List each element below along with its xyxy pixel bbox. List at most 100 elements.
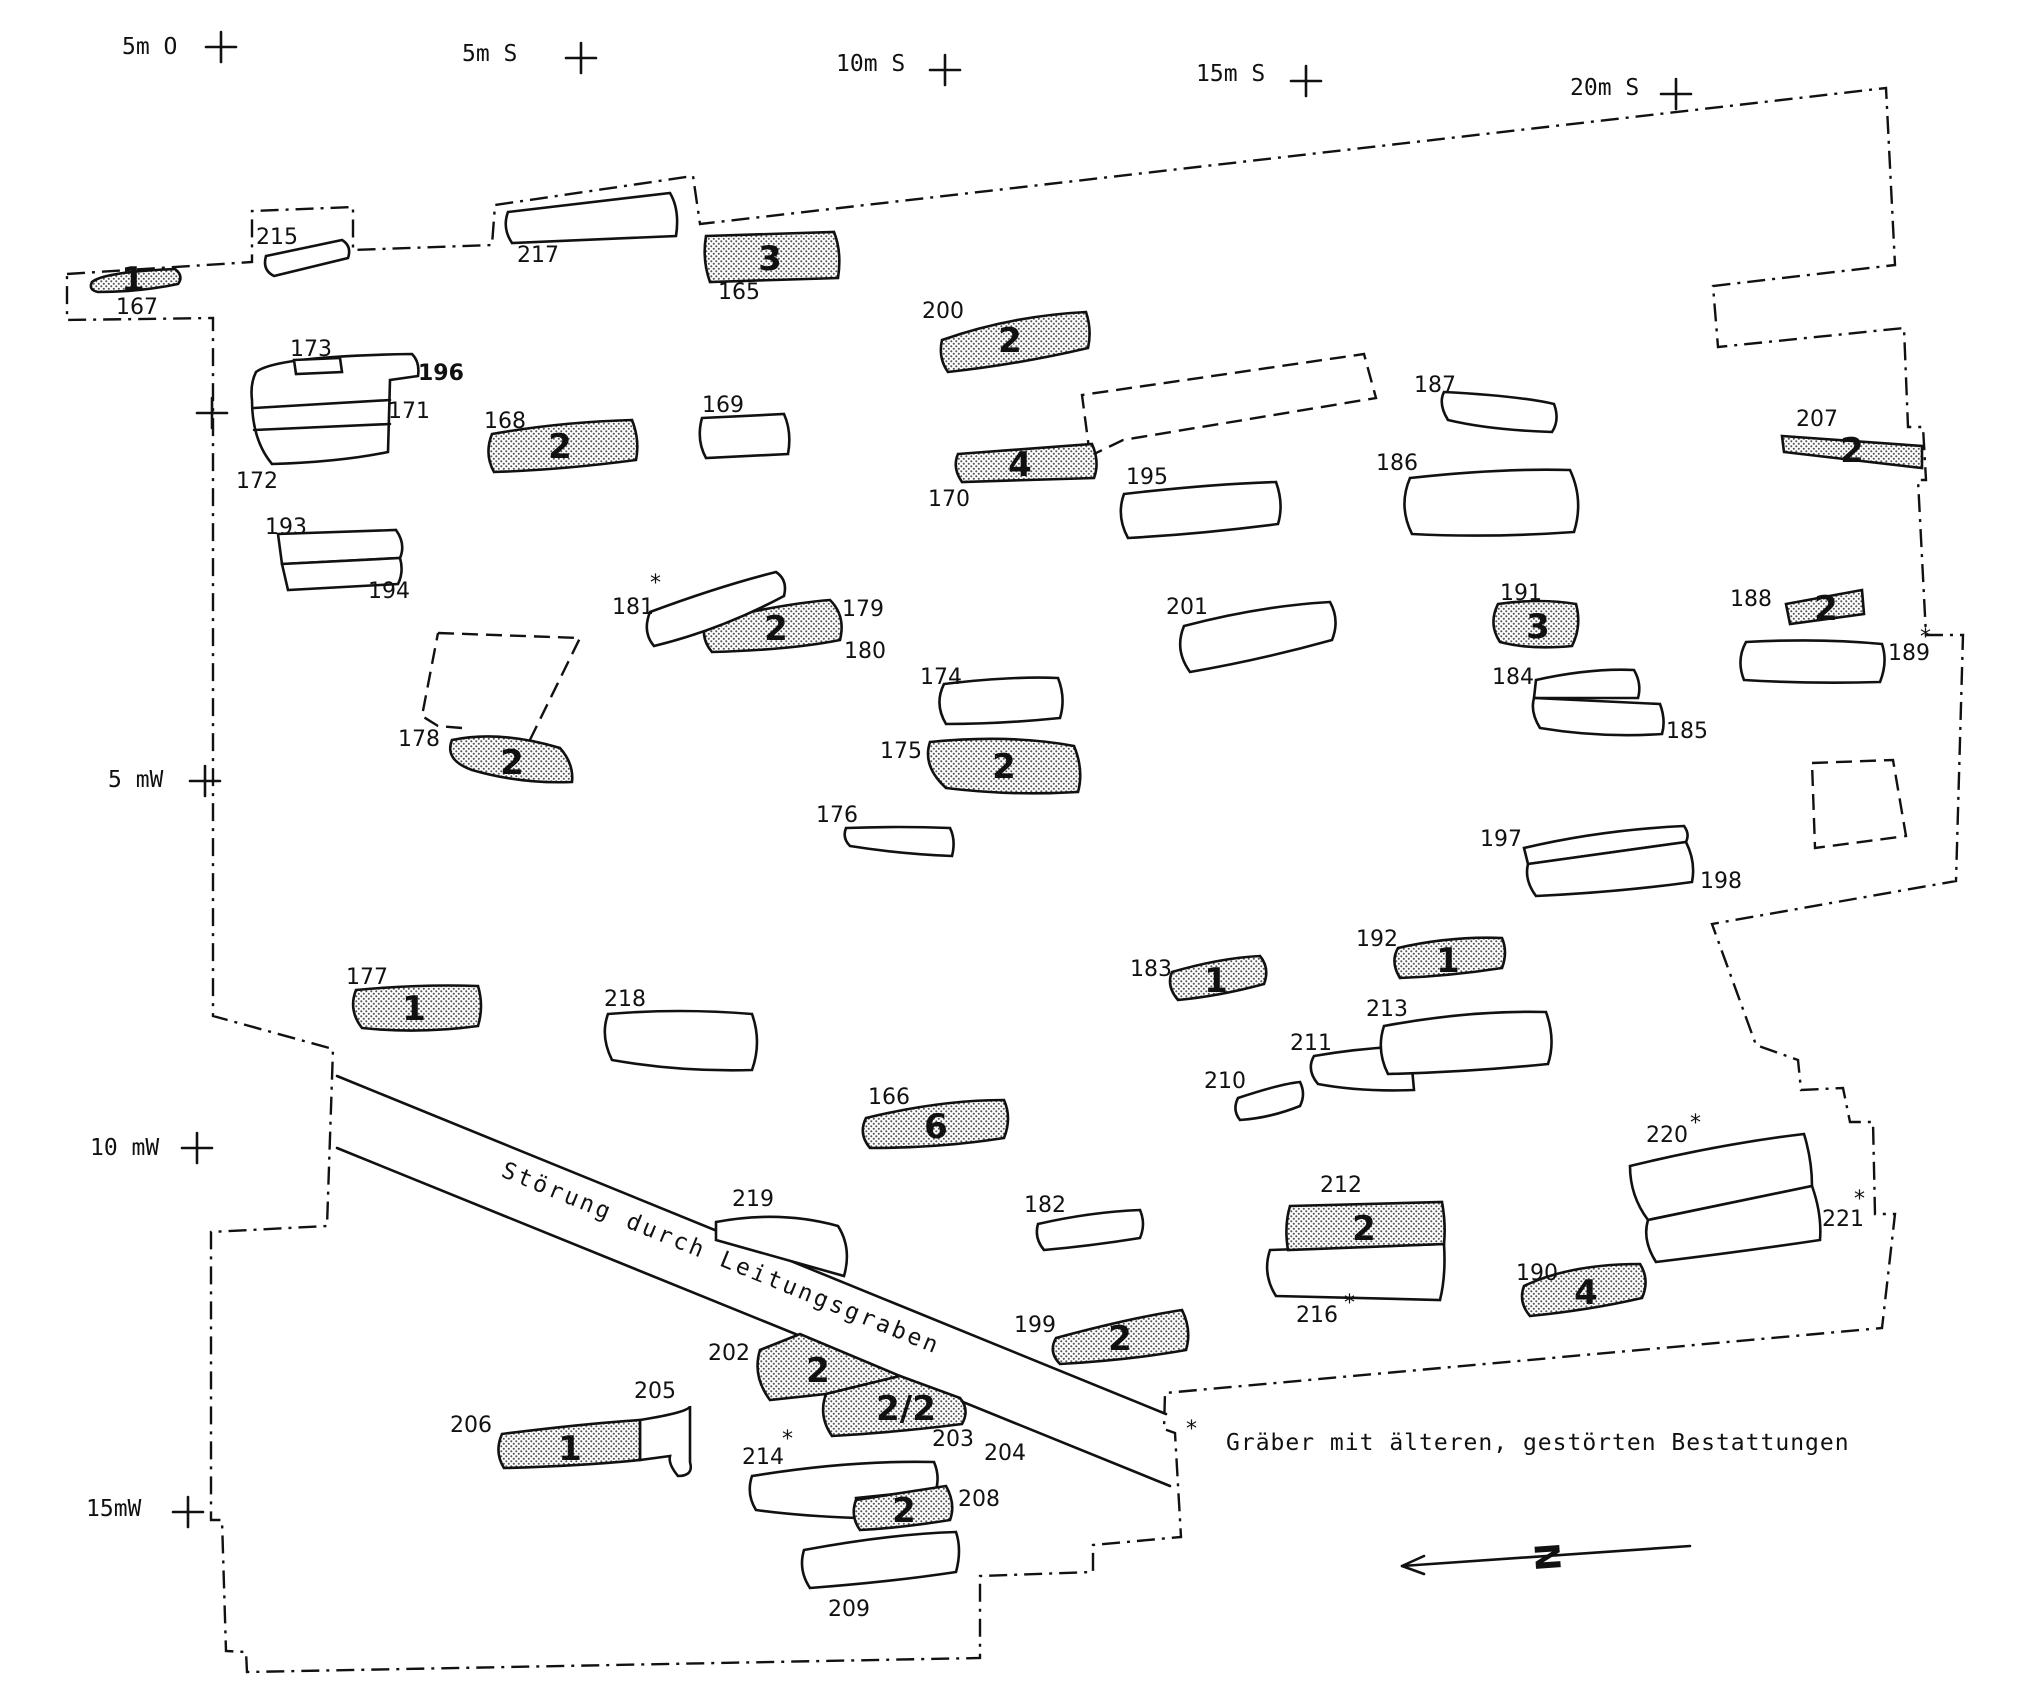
grave-171-label: 171 — [388, 399, 430, 424]
grave-191: 3 191 — [1492, 581, 1580, 649]
grave-175-count: 2 — [992, 747, 1016, 787]
grave-168-label: 168 — [484, 409, 526, 434]
grave-216: 216 * — [1265, 1242, 1446, 1328]
north-arrow-letter: N — [1528, 1541, 1570, 1572]
grave-197: 197 — [1480, 824, 1689, 866]
grave-212-count: 2 — [1352, 1209, 1376, 1249]
grave-176: 176 — [816, 803, 955, 858]
grave-194-label: 194 — [368, 579, 410, 604]
grave-186-label: 186 — [1376, 451, 1418, 476]
grave-187: 187 — [1414, 373, 1558, 434]
grave-168: 2 168 — [484, 409, 639, 474]
grave-220: 220 * — [1628, 1111, 1814, 1222]
grave-212-label: 212 — [1320, 1173, 1362, 1198]
grave-172-label: 172 — [236, 469, 278, 494]
grave-183-count: 1 — [1204, 961, 1228, 1001]
grave-165-count: 3 — [758, 239, 782, 279]
grave-206-label: 206 — [450, 1413, 492, 1438]
grave-201: 201 — [1166, 595, 1337, 674]
grave-193: 193 — [265, 515, 404, 566]
grave-201-label: 201 — [1166, 595, 1208, 620]
grave-218-label: 218 — [604, 987, 646, 1012]
grave-217-label: 217 — [517, 243, 559, 268]
grave-180-label: 180 — [844, 639, 886, 664]
grave-165-label: 165 — [718, 280, 760, 305]
legend-text: Gräber mit älteren, gestörten Bestattung… — [1226, 1430, 1850, 1456]
grave-200: 2 200 — [922, 299, 1091, 374]
grave-197-label: 197 — [1480, 827, 1522, 852]
grave-177-count: 1 — [402, 989, 426, 1029]
grave-166: 6 166 — [861, 1085, 1010, 1150]
grave-183: 1 183 — [1130, 954, 1268, 1002]
disturbed-area-north — [420, 631, 582, 753]
grave-191-label: 191 — [1500, 581, 1542, 606]
grid-marker-5mS: 5m S — [462, 41, 598, 75]
grave-213: 213 — [1366, 997, 1553, 1076]
grave-178-label: 178 — [398, 727, 440, 752]
grave-209: 209 — [800, 1530, 961, 1622]
grave-167-count: 1 — [121, 260, 145, 300]
grave-198: 198 — [1525, 840, 1742, 898]
grave-221: 221 * — [1644, 1184, 1865, 1264]
disturbed-area-east — [1810, 758, 1908, 850]
grave-175: 2 175 — [880, 737, 1082, 795]
grave-170: 4 170 — [928, 442, 1098, 512]
grave-220-asterisk: * — [1690, 1111, 1701, 1136]
grave-216-label: 216 — [1296, 1303, 1338, 1328]
grave-202-count: 2 — [806, 1351, 830, 1391]
grave-185: 185 — [1531, 696, 1708, 744]
grid-label-15mW: 15mW — [86, 1496, 142, 1522]
grave-179-label: 179 — [842, 597, 884, 622]
grave-181-label: 181 — [612, 595, 654, 620]
grave-206-count: 1 — [558, 1429, 582, 1469]
grave-172: 172 — [236, 352, 420, 494]
grave-167: 1 167 — [89, 260, 182, 320]
graves: 1 167 215 217 3 165 2 200 17 — [89, 191, 1931, 1622]
grave-192: 1 192 — [1356, 927, 1507, 981]
grave-212: 2 212 — [1285, 1173, 1446, 1252]
grave-204-label: 204 — [984, 1441, 1026, 1466]
grave-189-asterisk: * — [1920, 625, 1931, 650]
grid-marker-20mS: 20m S — [1570, 75, 1693, 111]
grave-170-count: 4 — [1008, 445, 1032, 485]
disturbance-label: Störung durch Leitungsgraben — [498, 1157, 945, 1359]
grave-199-label: 199 — [1014, 1313, 1056, 1338]
grid-label-5mW: 5 mW — [108, 767, 164, 793]
grave-195-label: 195 — [1126, 465, 1168, 490]
grid-marker-15mS: 15m S — [1196, 61, 1323, 98]
grave-195: 195 — [1119, 465, 1282, 540]
grave-203-label: 203 — [932, 1427, 974, 1452]
grave-174: 174 — [920, 665, 1064, 726]
grave-170-label: 170 — [928, 487, 970, 512]
grave-181-asterisk: * — [650, 571, 661, 596]
grave-178: 2 178 — [398, 727, 574, 784]
grave-188-count: 2 — [1814, 589, 1838, 629]
grave-165: 3 165 — [703, 230, 841, 305]
grave-219-label: 219 — [732, 1187, 774, 1212]
grid-marker-10mS: 10m S — [836, 51, 962, 87]
grave-192-count: 1 — [1436, 941, 1460, 981]
grave-218: 218 — [603, 987, 759, 1072]
grave-173: 173 — [290, 337, 344, 376]
grave-214-asterisk: * — [782, 1427, 793, 1452]
legend: * Gräber mit älteren, gestörten Bestattu… — [1186, 1417, 1850, 1456]
grave-183-label: 183 — [1130, 957, 1172, 982]
grave-166-count: 6 — [924, 1107, 948, 1147]
grid-marker-5mW: 5 mW — [108, 764, 222, 798]
grave-182: 182 — [1024, 1193, 1145, 1252]
grave-173-label: 173 — [290, 337, 332, 362]
grave-190-label: 190 — [1516, 1261, 1558, 1286]
grave-214-label: 214 — [742, 1445, 784, 1470]
grave-221-asterisk: * — [1854, 1187, 1865, 1212]
grave-199: 2 199 — [1014, 1308, 1190, 1366]
grid-marker-15mW: 15mW — [86, 1495, 205, 1529]
grid-marker-unlabeled — [195, 396, 229, 430]
grave-168-count: 2 — [548, 427, 572, 467]
grave-213-label: 213 — [1366, 997, 1408, 1022]
grid-label-5mS: 5m S — [462, 41, 517, 67]
grave-181: 181 * — [612, 570, 787, 648]
grave-220-label: 220 — [1646, 1123, 1688, 1148]
grave-207: 2 207 — [1780, 407, 1924, 471]
grave-193-label: 193 — [265, 515, 307, 540]
